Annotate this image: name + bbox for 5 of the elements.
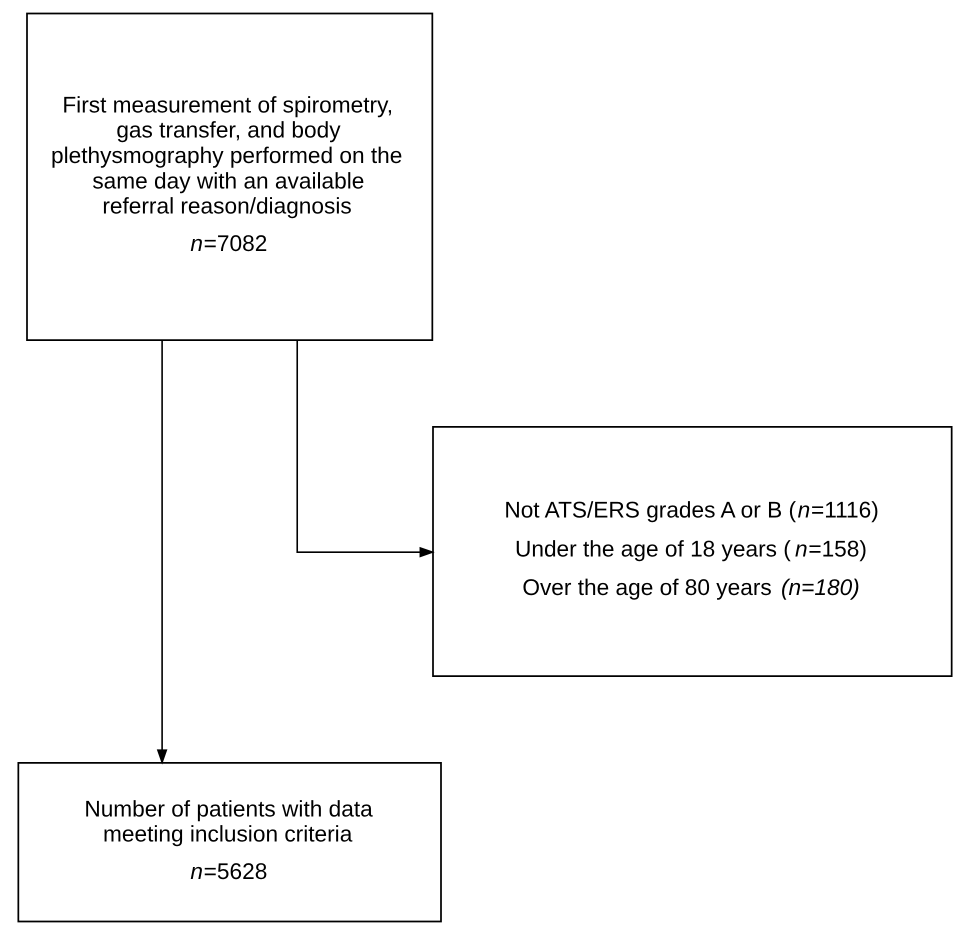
node-box: Number of patients with data meeting inclusion criteria n=5628 <box>16 762 442 922</box>
arrow <box>156 340 167 765</box>
arrow <box>296 340 434 558</box>
node-box: First measurement of spirometry, gas transfer, and body plethysmography performed on the same day with an available referral reason/diagnosis n=7082 <box>26 12 433 342</box>
node-box: Not ATS/ERS grades A or B (n=1116) Under the age of 18 years (n=158) Over the age of 80 years (n=180) <box>432 426 952 678</box>
